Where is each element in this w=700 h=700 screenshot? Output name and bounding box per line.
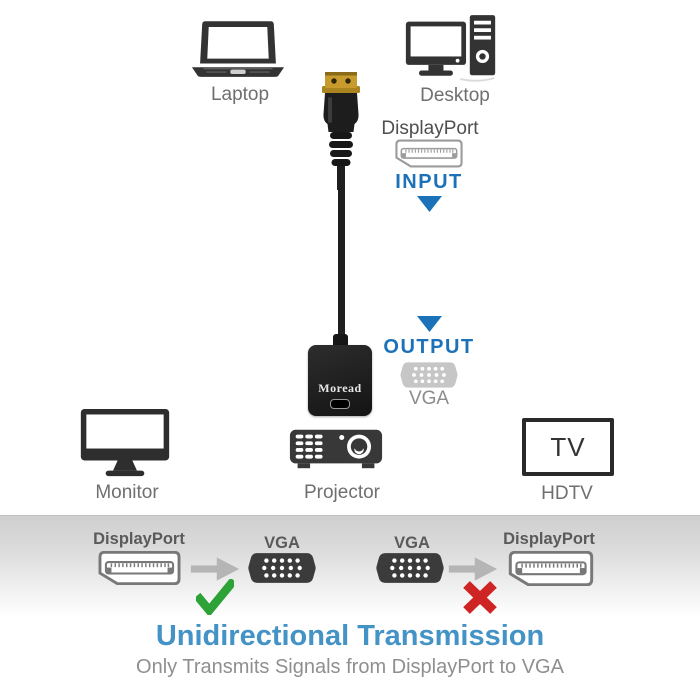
displayport-port-icon-allowed	[98, 551, 181, 585]
output-label: OUTPUT	[383, 336, 475, 358]
desktop-icon	[405, 15, 496, 82]
displayport-port-icon-input	[395, 139, 463, 168]
adapter-brand: Moread	[318, 381, 362, 395]
tv-screen-text: TV	[550, 431, 586, 462]
tv-icon: TV	[522, 418, 614, 476]
desktop-label: Desktop	[420, 85, 490, 106]
displayport-plug-graphic	[322, 72, 360, 190]
output-port-label: VGA	[408, 388, 450, 409]
footer-title: Unidirectional Transmission	[155, 620, 545, 652]
output-arrow-icon	[417, 316, 442, 332]
laptop-icon	[191, 21, 285, 77]
vga-port-icon-blocked	[376, 553, 444, 583]
tv-label: HDTV	[541, 483, 593, 504]
input-label: INPUT	[395, 171, 463, 193]
flow-allowed-arrow-icon	[190, 557, 240, 581]
flow-blocked-from-label: VGA	[394, 534, 430, 552]
vga-port-icon-output	[400, 362, 458, 388]
input-arrow-icon	[417, 196, 442, 212]
check-icon	[196, 579, 234, 615]
displayport-port-icon-blocked	[508, 551, 594, 586]
projector-icon	[289, 429, 383, 469]
adapter-body: Moread	[308, 345, 372, 416]
monitor-label: Monitor	[95, 482, 159, 503]
x-icon	[463, 581, 497, 614]
input-port-label: DisplayPort	[381, 118, 479, 139]
footer-subtitle: Only Transmits Signals from DisplayPort …	[136, 656, 564, 678]
flow-blocked-arrow-icon	[448, 557, 498, 581]
adapter-port-slot	[330, 399, 350, 409]
adapter-cable	[338, 186, 345, 348]
flow-blocked-to-label: DisplayPort	[503, 530, 595, 548]
monitor-icon	[80, 408, 170, 477]
flow-allowed-from-label: DisplayPort	[93, 530, 185, 548]
flow-allowed-to-label: VGA	[264, 534, 300, 552]
vga-port-icon-allowed	[248, 553, 316, 583]
laptop-label: Laptop	[210, 84, 270, 105]
projector-label: Projector	[303, 482, 381, 503]
